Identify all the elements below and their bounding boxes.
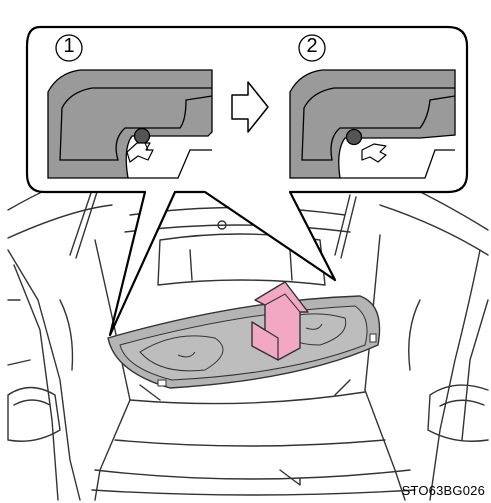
vehicle-rear-drawing [7,169,489,501]
step2-detail [289,34,456,179]
step1-detail [47,34,213,179]
step2-number: 2 [306,35,318,57]
step1-hook-knob [133,127,151,145]
step1-number-circle [55,34,83,62]
step1-number: 1 [63,35,75,57]
figure-code: STO63BG026 [401,483,485,498]
pink-up-arrow-icon [251,281,309,361]
step2-hook-knob [345,128,363,146]
step2-number-circle [298,34,326,62]
tonneau-cover [107,295,381,389]
right-outline-arrow-icon [231,81,269,133]
